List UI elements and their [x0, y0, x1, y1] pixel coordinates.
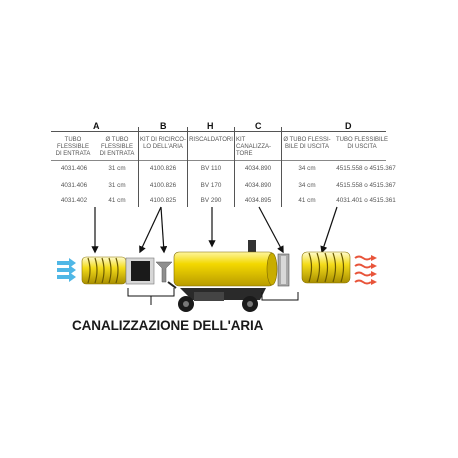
cell-diametro-entrata: 31 cm — [108, 165, 126, 172]
cell-riscaldatore: BV 170 — [200, 182, 222, 189]
header-riscaldatori: RISCALDATORI — [188, 137, 234, 144]
table-divider-3 — [234, 127, 235, 207]
table-divider-1 — [138, 127, 139, 207]
cell-riscaldatore: BV 290 — [200, 197, 222, 204]
table-divider-4 — [281, 127, 282, 207]
exhaust-air-arrows — [354, 255, 377, 285]
table-header-rule — [51, 160, 386, 161]
header-line: Ø TUBO — [105, 137, 129, 143]
inlet-flexible-duct — [81, 256, 127, 285]
header-tubo-entrata: TUBO FLESSIBLE DI ENTRATA — [52, 137, 94, 158]
cell-kit-canalizzatore: 4034.890 — [244, 165, 272, 172]
column-letter-h: H — [207, 121, 214, 131]
heater-unit — [167, 240, 278, 312]
cell-riscaldatore: BV 110 — [200, 165, 222, 172]
recirculation-kit — [125, 257, 175, 305]
header-kit-canalizzatore: KIT CANALIZZA- TORE — [236, 137, 276, 158]
table-top-rule — [51, 131, 386, 132]
header-line: TORE — [236, 151, 253, 157]
header-kit-ricircolo: KIT DI RICIRCO- LO DELL'ARIA — [139, 137, 187, 151]
column-letter-d: D — [345, 121, 352, 131]
cell-tubo-uscita: 4515.558 o 4515.367 — [336, 182, 396, 189]
cell-diametro-uscita: 34 cm — [298, 165, 316, 172]
cell-kit-canalizzatore: 4034.895 — [244, 197, 272, 204]
header-line: RISCALDATORI — [189, 137, 233, 143]
cell-tubo-uscita: 4515.558 o 4515.367 — [336, 165, 396, 172]
header-line: FLESSIBLE — [100, 144, 133, 150]
column-letter-b: B — [160, 121, 167, 131]
pointer-arrow-c — [258, 206, 284, 254]
header-diametro-entrata: Ø TUBO FLESSIBLE DI ENTRATA — [96, 137, 138, 158]
cell-tubo-uscita: 4031.401 o 4515.361 — [336, 197, 396, 204]
table-divider-2 — [187, 127, 188, 207]
cell-kit-canalizzatore: 4034.890 — [244, 182, 272, 189]
header-line: CANALIZZA- — [236, 144, 272, 150]
cell-kit-ricircolo: 4100.825 — [149, 197, 177, 204]
cell-diametro-entrata: 31 cm — [108, 182, 126, 189]
column-letter-c: C — [255, 121, 262, 131]
header-line: DI ENTRATA — [99, 151, 135, 157]
cell-diametro-uscita: 41 cm — [298, 197, 316, 204]
header-diametro-uscita: Ø TUBO FLESSI- BILE DI USCITA — [283, 137, 331, 151]
outlet-flexible-duct — [301, 251, 351, 284]
pointer-arrow-b2 — [160, 206, 168, 254]
header-line: DI USCITA — [347, 144, 377, 150]
cell-kit-ricircolo: 4100.826 — [149, 165, 177, 172]
header-line: TUBO — [64, 137, 82, 143]
column-letter-a: A — [93, 121, 100, 131]
header-line: FLESSIBLE — [56, 144, 89, 150]
cell-diametro-uscita: 34 cm — [298, 182, 316, 189]
cell-diametro-entrata: 41 cm — [108, 197, 126, 204]
cell-tubo-entrata: 4031.406 — [60, 182, 88, 189]
intake-air-arrows — [57, 258, 76, 282]
header-line: DI ENTRATA — [55, 151, 91, 157]
header-line: KIT — [236, 137, 246, 143]
cell-kit-ricircolo: 4100.826 — [149, 182, 177, 189]
header-line: Ø TUBO FLESSI- — [283, 137, 331, 143]
header-line: TUBO FLESSIBILE — [335, 137, 389, 143]
header-line: LO DELL'ARIA — [143, 144, 183, 150]
cell-tubo-entrata: 4031.406 — [60, 165, 88, 172]
pointer-arrow-d — [320, 206, 338, 254]
diagram-title: CANALIZZAZIONE DELL'ARIA — [72, 318, 264, 333]
ducting-kit — [261, 253, 299, 301]
header-line: KIT DI RICIRCO- — [140, 137, 186, 143]
pointer-arrow-b1 — [139, 206, 162, 254]
header-tubo-uscita: TUBO FLESSIBILE DI USCITA — [334, 137, 390, 151]
cell-tubo-entrata: 4031.402 — [60, 197, 88, 204]
header-line: BILE DI USCITA — [285, 144, 329, 150]
